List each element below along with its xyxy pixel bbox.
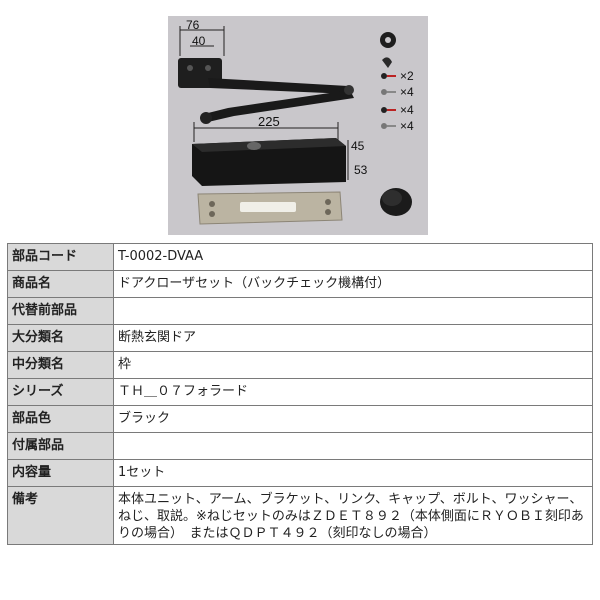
row-value-part-code: T-0002-DVAA (113, 243, 593, 271)
dim-40: 40 (192, 34, 206, 48)
dim-225: 225 (258, 114, 280, 129)
row-value-quantity: 1セット (113, 459, 593, 487)
table-row: 付属部品 (7, 432, 593, 460)
dim-76: 76 (186, 18, 200, 32)
row-label-major-category: 大分類名 (7, 324, 114, 352)
link-shape (204, 90, 354, 122)
table-row: 代替前部品 (7, 297, 593, 325)
row-label-replacement-part: 代替前部品 (7, 297, 114, 325)
row-value-color: ブラック (113, 405, 593, 433)
arm-shape (208, 78, 350, 94)
row-value-accessories (113, 432, 593, 460)
row-label-product-name: 商品名 (7, 270, 114, 298)
product-photo: 76 40 225 45 53 ×2 ×4 ×4 (168, 16, 428, 235)
row-label-remarks: 備考 (7, 486, 114, 545)
row-label-color: 部品色 (7, 405, 114, 433)
table-row: 内容量 1セット (7, 459, 593, 487)
row-value-major-category: 断熱玄関ドア (113, 324, 593, 352)
table-row: 部品コード T-0002-DVAA (7, 243, 593, 271)
row-value-middle-category: 枠 (113, 351, 593, 379)
row-label-series: シリーズ (7, 378, 114, 406)
spec-table: 部品コード T-0002-DVAA 商品名 ドアクローザセット（バックチェック機… (7, 243, 593, 545)
count-4: ×4 (400, 119, 414, 133)
row-value-product-name: ドアクローザセット（バックチェック機構付） (113, 270, 593, 298)
row-label-accessories: 付属部品 (7, 432, 114, 460)
row-value-replacement-part (113, 297, 593, 325)
table-row: 大分類名 断熱玄関ドア (7, 324, 593, 352)
dim-53: 53 (354, 163, 368, 177)
dim-45: 45 (351, 139, 365, 153)
row-label-middle-category: 中分類名 (7, 351, 114, 379)
count-2: ×4 (400, 85, 414, 99)
count-1: ×2 (400, 69, 414, 83)
row-label-quantity: 内容量 (7, 459, 114, 487)
count-3: ×4 (400, 103, 414, 117)
row-value-series: ＴＨ＿０７フォラード (113, 378, 593, 406)
table-row: シリーズ ＴＨ＿０７フォラード (7, 378, 593, 406)
door-closer-illustration: 76 40 225 45 53 ×2 ×4 ×4 (178, 18, 414, 225)
table-row: 備考 本体ユニット、アーム、ブラケット、リンク、キャップ、ボルト、ワッシャー、ね… (7, 486, 593, 545)
table-row: 中分類名 枠 (7, 351, 593, 379)
table-row: 商品名 ドアクローザセット（バックチェック機構付） (7, 270, 593, 298)
row-label-part-code: 部品コード (7, 243, 114, 271)
table-row: 部品色 ブラック (7, 405, 593, 433)
row-value-remarks: 本体ユニット、アーム、ブラケット、リンク、キャップ、ボルト、ワッシャー、ねじ、取… (113, 486, 593, 545)
